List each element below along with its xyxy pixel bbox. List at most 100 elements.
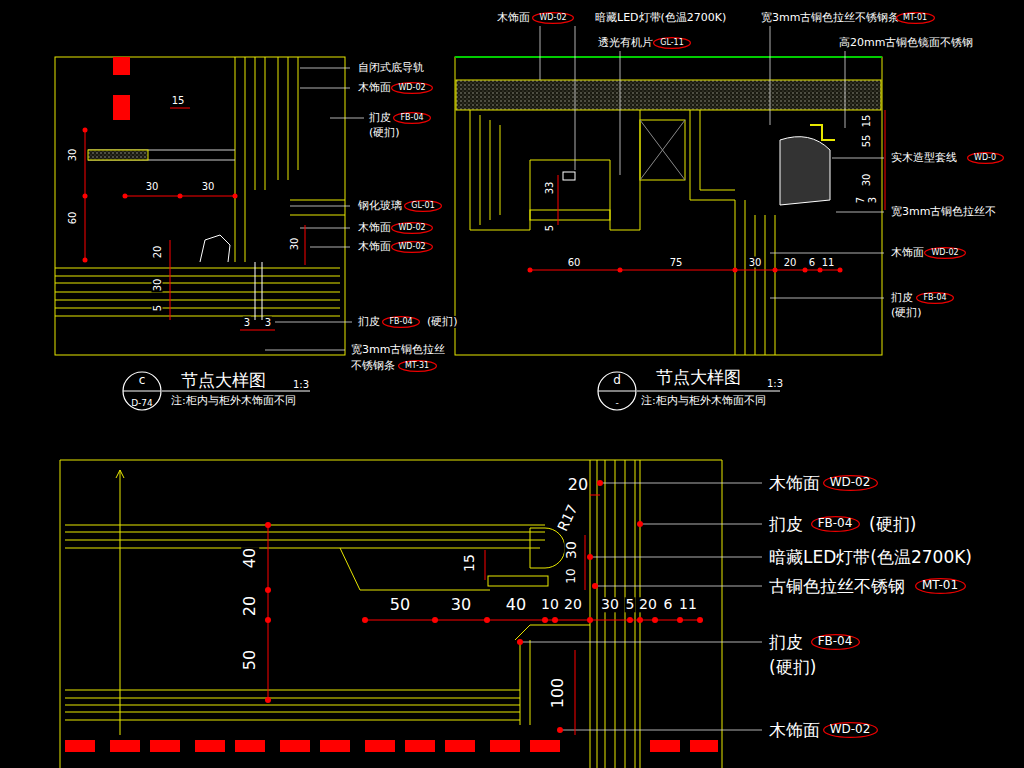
callout-label: 钢化玻璃 xyxy=(357,200,403,212)
detail-d xyxy=(810,125,835,140)
callout-label: 高20mm古铜色镜面不锈钢 xyxy=(838,37,974,49)
dimension-dots xyxy=(618,268,623,273)
dimension-text: 50 xyxy=(389,596,411,614)
tag-text: WD-02 xyxy=(931,248,959,257)
detail-main xyxy=(590,460,640,768)
dimension-lines xyxy=(530,110,885,270)
dimension-text: 30 xyxy=(748,257,763,268)
detail-main xyxy=(65,740,95,752)
dimension-dots xyxy=(517,639,523,645)
tag-text: WD-02 xyxy=(398,242,426,251)
dimension-dots xyxy=(484,617,490,623)
dimension-text: 20 xyxy=(567,476,589,494)
tag-text: FB-04 xyxy=(818,635,853,649)
callout-label: 实木造型套线 xyxy=(890,152,958,164)
dimension-text: 6 xyxy=(663,597,674,612)
detail-c xyxy=(55,57,345,391)
dimension-text: 20 xyxy=(783,257,798,268)
detail-d xyxy=(640,120,685,180)
callout-label: 宽3mm古铜色拉丝 xyxy=(350,344,446,356)
callout-label: 木饰面 xyxy=(357,241,392,253)
detail-marker: d- xyxy=(597,371,637,411)
marker-divider xyxy=(123,391,161,392)
dimension-dots xyxy=(233,194,238,199)
detail-c xyxy=(113,57,130,75)
detail-d xyxy=(456,80,881,110)
detail-main xyxy=(65,690,520,720)
leader-lines xyxy=(520,483,762,730)
material-tag: FB-04 xyxy=(916,292,954,304)
callout-label: 木饰面 xyxy=(768,474,821,493)
detail-main xyxy=(690,740,718,752)
tag-ellipse xyxy=(823,723,877,738)
dimension-dots xyxy=(528,268,533,273)
detail-main xyxy=(530,528,565,568)
tag-text: c xyxy=(139,374,146,388)
dimension-dots xyxy=(265,522,271,528)
dimension-dots xyxy=(432,617,438,623)
dimension-text: 30 xyxy=(450,596,472,614)
detail-main xyxy=(65,525,545,548)
detail-d xyxy=(455,57,882,355)
dimension-text: 40 xyxy=(505,596,527,614)
detail-d xyxy=(470,110,640,230)
detail-main xyxy=(195,740,225,752)
dimension-dots xyxy=(265,587,271,593)
dimension-dots xyxy=(587,554,593,560)
callout-label: 不锈钢条 xyxy=(350,360,396,372)
dimension-dots xyxy=(677,617,683,623)
detail-main xyxy=(445,740,475,752)
tag-text: MT-01 xyxy=(903,13,928,22)
detail-d xyxy=(530,210,610,220)
dimension-text: 30 xyxy=(600,597,620,612)
tag-text: D-74 xyxy=(131,398,153,408)
dimension-dots xyxy=(697,617,703,623)
tag-ellipse xyxy=(405,201,442,212)
callout-label: 木饰面 xyxy=(768,721,821,740)
dimension-text: 75 xyxy=(669,257,684,268)
detail-main xyxy=(320,740,350,752)
tag-ellipse xyxy=(398,361,436,372)
detail-d xyxy=(480,115,500,225)
callout-label: 古铜色拉丝不锈钢 xyxy=(768,577,906,596)
callout-label: 扪皮 xyxy=(890,292,914,304)
material-tag: FB-04 xyxy=(811,634,860,650)
material-tag: GL-11 xyxy=(653,37,691,49)
tag-text: FB-04 xyxy=(400,113,424,122)
callout-label: 宽3mm古铜色拉丝不 xyxy=(890,206,997,218)
marker-circle xyxy=(123,372,161,410)
dimension-text: 40 xyxy=(241,547,259,569)
dimension-lines xyxy=(85,108,885,735)
tag-ellipse xyxy=(896,13,934,24)
callout-label: (硬扪) xyxy=(768,658,817,677)
tag-text: GL-11 xyxy=(660,38,684,47)
callout-label: 扪皮 xyxy=(368,112,392,124)
callout-label: 木饰面 xyxy=(496,12,531,24)
tag-text: MT-01 xyxy=(922,579,959,593)
tag-text: WD-02 xyxy=(398,83,426,92)
tag-ellipse xyxy=(967,153,1003,164)
dimension-text: 11 xyxy=(678,597,698,612)
tag-ellipse xyxy=(392,83,433,94)
detail-main xyxy=(116,470,124,735)
material-tag: MT-31 xyxy=(398,360,437,372)
dimension-dots xyxy=(803,268,808,273)
dimension-dots xyxy=(83,194,88,199)
dimension-text: 30 xyxy=(67,148,78,163)
dimension-text: 20 xyxy=(563,597,583,612)
material-tag: MT-01 xyxy=(915,578,966,594)
dimension-dots xyxy=(838,268,843,273)
tag-ellipse xyxy=(533,13,574,24)
leader-lines xyxy=(540,26,845,175)
detail-c xyxy=(235,57,298,262)
dimension-text: 60 xyxy=(67,211,78,226)
detail-d xyxy=(637,391,780,392)
dimension-dots xyxy=(637,521,643,527)
callout-label: 木饰面 xyxy=(357,222,392,234)
tag-ellipse xyxy=(654,38,691,49)
callout-label: 暗藏LED灯带(色温2700K) xyxy=(768,548,973,567)
tag-text: WD-0 xyxy=(974,153,997,162)
detail-c xyxy=(255,262,262,320)
tag-text: WD-02 xyxy=(830,723,871,737)
dimension-text: 30 xyxy=(564,540,579,560)
